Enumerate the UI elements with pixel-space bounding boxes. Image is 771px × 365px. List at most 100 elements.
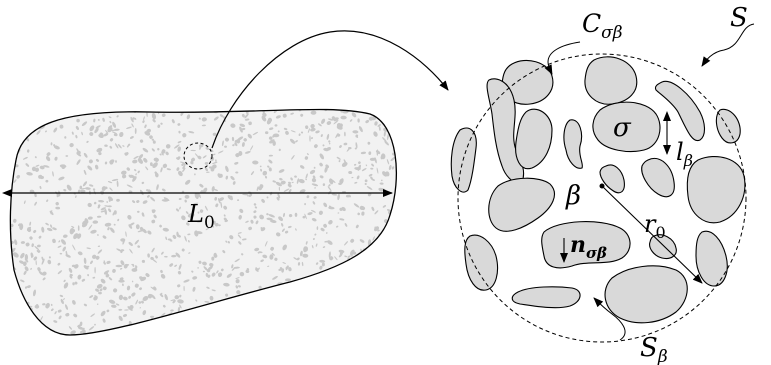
speckle (56, 334, 61, 338)
speckle (114, 329, 118, 332)
speckle (395, 334, 397, 339)
speckle (199, 315, 202, 319)
speckle (246, 298, 251, 304)
speckle (297, 283, 302, 288)
speckle (396, 193, 401, 198)
speckle (83, 337, 87, 342)
speckle (256, 325, 260, 328)
speckle (46, 99, 49, 102)
speckle (231, 325, 234, 329)
speckle (209, 337, 212, 340)
speckle (24, 320, 27, 322)
speckle (80, 103, 84, 107)
speckle (384, 289, 388, 292)
grain (465, 235, 498, 290)
speckle (365, 291, 369, 295)
speckle (184, 331, 188, 337)
speckle (248, 324, 252, 326)
speckle (343, 311, 348, 318)
speckle (20, 319, 22, 321)
speckle (16, 317, 20, 321)
grain (512, 287, 580, 308)
speckle (161, 324, 167, 329)
speckle (96, 109, 99, 111)
speckle (23, 324, 25, 327)
speckle (398, 143, 401, 146)
speckle (332, 287, 337, 293)
speckle (258, 324, 264, 328)
speckle (278, 334, 283, 340)
speckle (290, 325, 297, 330)
speckle (101, 107, 105, 111)
speckle (78, 225, 80, 231)
speckle (139, 326, 143, 330)
speckle (398, 334, 401, 337)
speckle (337, 276, 339, 278)
speckle (326, 292, 330, 295)
speckle (296, 287, 298, 293)
speckle (240, 319, 247, 325)
speckle (180, 322, 185, 328)
speckle (332, 101, 335, 104)
speckle (23, 118, 27, 123)
speckle (381, 296, 385, 300)
speckle (193, 320, 195, 322)
speckle (308, 104, 313, 108)
speckle (378, 112, 381, 117)
speckle (291, 286, 295, 290)
speckle (395, 274, 402, 281)
speckle (349, 315, 355, 320)
speckle (384, 297, 388, 301)
speckle (172, 102, 176, 105)
speckle (230, 314, 234, 318)
speckle (11, 153, 14, 156)
speckle (203, 331, 208, 336)
speckle (371, 287, 378, 292)
speckle (356, 313, 360, 318)
speckle (10, 322, 14, 326)
speckle (30, 122, 35, 126)
speckle (291, 300, 295, 304)
speckle (326, 301, 331, 308)
speckle (340, 302, 345, 305)
speckle (269, 316, 275, 322)
speckle (387, 284, 394, 290)
solid-phase-label: σ (613, 113, 632, 143)
speckle (8, 298, 13, 303)
speckle (346, 279, 351, 285)
speckle (346, 319, 351, 323)
speckle (321, 317, 325, 322)
speckle (231, 320, 238, 326)
speckle (292, 313, 295, 320)
grain (516, 109, 552, 169)
speckle (372, 107, 376, 112)
entrance-label: Sβ (640, 333, 668, 365)
speckle (11, 140, 16, 144)
speckle (266, 303, 271, 306)
speckle (357, 299, 361, 302)
speckle (115, 106, 121, 110)
speckle (358, 266, 361, 268)
grain (564, 120, 582, 168)
speckle (23, 121, 26, 125)
speckle (212, 336, 218, 343)
speckle (116, 265, 123, 267)
speckle (306, 306, 309, 310)
speckle (389, 322, 394, 327)
speckle (59, 105, 64, 111)
speckle (12, 326, 17, 333)
speckle (23, 317, 28, 322)
speckle (109, 102, 111, 105)
speckle (333, 323, 336, 325)
speckle (264, 318, 270, 323)
speckle (387, 260, 391, 264)
speckle (320, 324, 323, 328)
speckle (384, 320, 388, 325)
grain (696, 231, 727, 286)
speckle (203, 271, 205, 273)
speckle (396, 233, 400, 238)
speckle (260, 328, 265, 333)
speckle (16, 135, 22, 139)
grain (489, 178, 555, 231)
speckle (294, 99, 297, 102)
